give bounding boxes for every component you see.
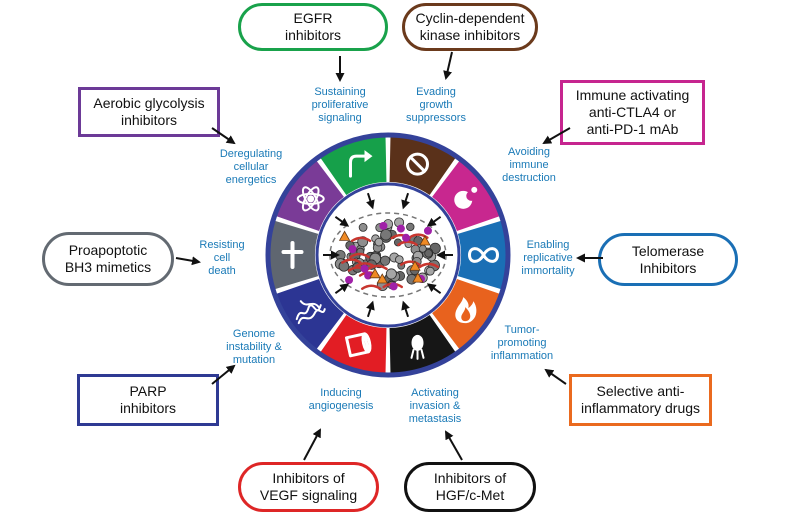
tumor-cell [406, 222, 415, 232]
arrow-to-tumor [401, 300, 410, 318]
fibroblast [419, 235, 431, 246]
chromosome-icon [295, 300, 326, 325]
immune-cell-icon [454, 186, 478, 209]
ring-inner-border [315, 182, 461, 328]
stromal-fiber [397, 240, 418, 246]
tumor-cell [374, 237, 384, 247]
tumor-cell [380, 228, 392, 241]
fibroblast [369, 268, 381, 279]
label-sustaining-proliferative: Sustaining proliferative signaling [311, 86, 369, 124]
tumor-cell [424, 249, 433, 258]
infinity-icon [468, 247, 499, 263]
ring-segment-sustaining [320, 137, 387, 196]
blood-vessel-icon [344, 332, 372, 358]
stromal-fiber [367, 264, 388, 271]
cdk-inhibitors-box: Cyclin-dependent kinase inhibitors [402, 3, 538, 51]
prohibition-icon [406, 152, 430, 176]
ring-segment-evading [389, 137, 456, 196]
label-activating-invasion: Activating invasion & metastasis [408, 387, 462, 425]
arrow-to-tumor [401, 192, 410, 210]
arrow-to-tumor [366, 192, 375, 210]
arrow-cdk [443, 51, 453, 80]
tumor-cell-cluster [329, 212, 447, 298]
label-resisting-cell-death: Resisting cell death [199, 239, 245, 277]
selective-antiinflammatory-box: Selective anti- inflammatory drugs [569, 374, 712, 426]
immune-cell [402, 233, 411, 242]
label-genome-instability: Genome instability & mutation [226, 328, 282, 366]
flame-icon [455, 297, 477, 324]
arrow-to-tumor [366, 300, 375, 318]
immune-cell [360, 264, 369, 273]
label-tumor-promoting: Tumor- promoting inflammation [490, 324, 554, 362]
arrow-selective [544, 368, 567, 385]
tumor-cell [380, 255, 391, 266]
immune-cell [389, 282, 398, 291]
fibroblast [338, 230, 351, 241]
immune-cell [423, 226, 432, 235]
label-avoiding-immune: Avoiding immune destruction [502, 146, 556, 184]
cell-migration-icon [410, 334, 425, 360]
tumor-cell [385, 268, 397, 280]
label-enabling-replicative: Enabling replicative immortality [521, 239, 575, 277]
atom-icon [296, 186, 325, 212]
telomerase-box: Telomerase Inhibitors [598, 233, 738, 286]
arrow-to-tumor [426, 283, 442, 295]
arrow-aerobic [211, 127, 236, 145]
label-evading-growth: Evading growth suppressors [406, 86, 466, 124]
fibroblast [376, 273, 388, 284]
ring-segment-inducing [320, 314, 387, 373]
ring-segment-genome [276, 279, 344, 349]
tumor-cell [418, 244, 427, 253]
arrow-to-tumor [334, 283, 350, 295]
fibroblast [409, 260, 421, 271]
vegf-inhibitors-box: Inhibitors of VEGF signaling [238, 462, 379, 512]
proapoptotic-box: Proapoptotic BH3 mimetics [42, 232, 174, 286]
immune-cell [379, 221, 388, 230]
arrow-proapoptotic [175, 256, 201, 266]
stromal-fiber [341, 258, 362, 264]
arrow-turn-icon [348, 150, 373, 178]
tumor-cell [425, 266, 435, 276]
arrow-hgf [445, 430, 463, 461]
arrow-immune [542, 127, 571, 144]
arrow-vegf [303, 428, 321, 461]
arrow-to-tumor [334, 215, 350, 227]
immune-cell [348, 245, 357, 254]
stromal-fiber [400, 260, 421, 266]
stromal-fiber [360, 284, 382, 290]
stromal-fiber [354, 262, 376, 268]
fibroblast [412, 272, 424, 283]
ring-outer-border [265, 132, 511, 378]
tumor-cell [358, 223, 368, 232]
cross-icon [281, 241, 304, 269]
arrow-parp [211, 364, 236, 385]
parp-inhibitors-box: PARP inhibitors [77, 374, 219, 426]
stromal-fiber [349, 252, 370, 259]
immune-activating-box: Immune activating anti-CTLA4 or anti-PD-… [560, 80, 705, 145]
stromal-fiber [418, 262, 440, 269]
label-inducing-angiogenesis: Inducing angiogenesis [308, 387, 374, 412]
aerobic-glycolysis-box: Aerobic glycolysis inhibitors [78, 87, 220, 137]
immune-cell [396, 224, 405, 233]
egfr-inhibitors-box: EGFR inhibitors [238, 3, 388, 51]
hgf-cmet-inhibitors-box: Inhibitors of HGF/c-Met [404, 462, 536, 512]
label-deregulating-energetics: Deregulating cellular energetics [219, 148, 283, 186]
immune-cell [345, 275, 354, 284]
stromal-fiber [350, 236, 372, 243]
arrow-to-tumor [426, 215, 442, 227]
tumor-cell [395, 255, 404, 264]
stromal-fiber [408, 233, 429, 239]
